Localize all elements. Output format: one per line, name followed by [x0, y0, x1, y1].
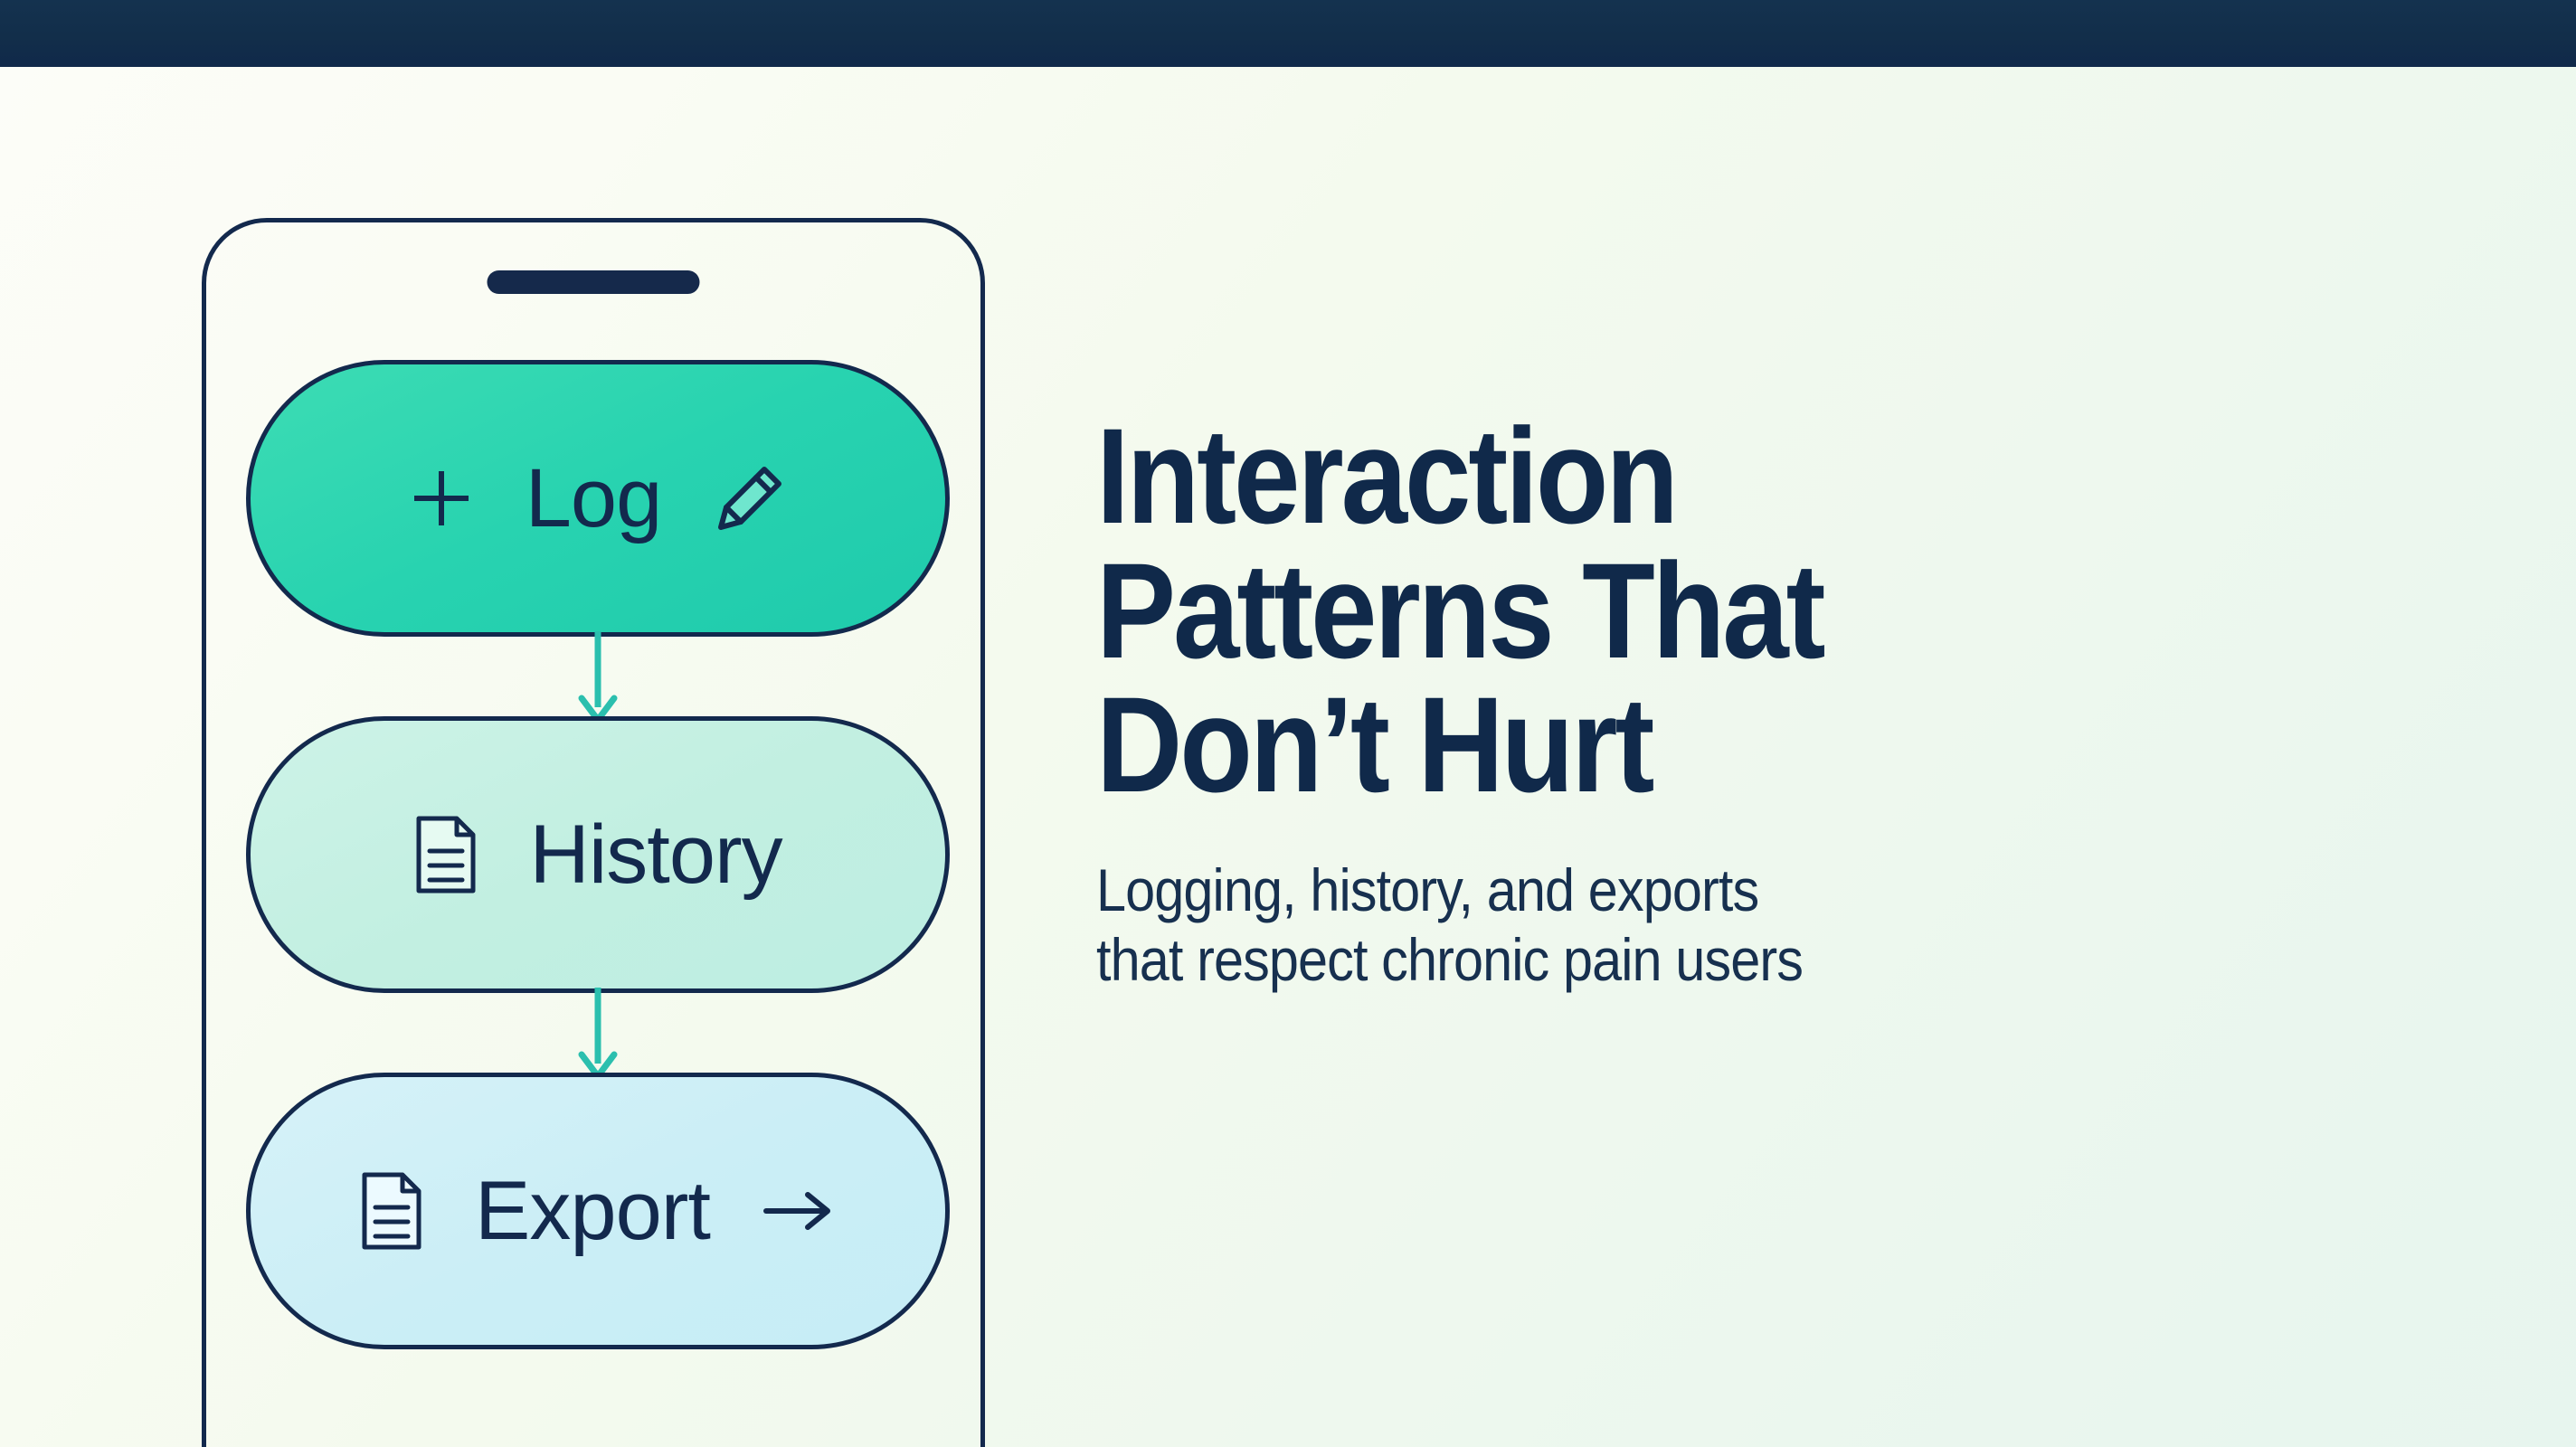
connector-log-to-history: [571, 631, 625, 725]
log-button[interactable]: Log: [246, 360, 950, 637]
plus-icon: [408, 465, 475, 532]
history-button-label: History: [529, 809, 782, 901]
document-lines-icon: [413, 815, 478, 894]
headline-line-2: Patterns That: [1096, 534, 1826, 686]
phone-mockup-frame: Log: [202, 218, 985, 1447]
page-subtitle: Logging, history, and exports that respe…: [1096, 812, 2236, 995]
phone-speaker-grille: [487, 270, 700, 294]
top-navy-bar: [0, 0, 2576, 67]
headline-line-1: Interaction: [1096, 400, 1679, 552]
subhead-line-2: that respect chronic pain users: [1096, 925, 1804, 993]
document-lines-icon: [359, 1171, 424, 1251]
page-title: Interaction Patterns That Don’t Hurt: [1096, 400, 2211, 820]
headline-line-3: Don’t Hurt: [1096, 668, 1654, 820]
connector-history-to-export: [571, 988, 625, 1082]
subhead-line-1: Logging, history, and exports: [1096, 856, 1759, 923]
copy-block: Interaction Patterns That Don’t Hurt Log…: [1096, 400, 2363, 995]
history-button[interactable]: History: [246, 716, 950, 993]
export-button-label: Export: [475, 1165, 711, 1257]
export-button[interactable]: Export: [246, 1073, 950, 1349]
button-stack: Log: [206, 222, 990, 1447]
pencil-icon: [712, 460, 788, 536]
arrow-right-icon: [761, 1187, 837, 1234]
log-button-label: Log: [525, 452, 662, 544]
